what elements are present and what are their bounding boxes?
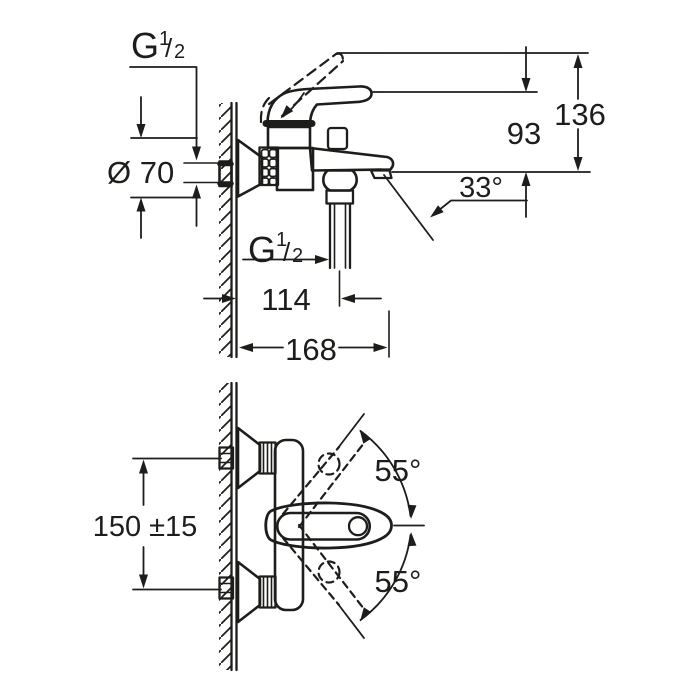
label-168: 168	[285, 332, 337, 367]
dimension-shower-thread: G 1 / 2	[242, 229, 329, 270]
dimension-projection: 168	[239, 310, 390, 367]
dimension-shower-offset: 114	[203, 270, 382, 317]
handle-raised-position-dashed	[281, 413, 366, 529]
handle-motion-arc	[280, 92, 305, 119]
label-g-mid: G	[248, 229, 276, 270]
svg-text:1: 1	[276, 229, 287, 251]
svg-text:2: 2	[292, 245, 303, 267]
wall-section-front	[219, 381, 238, 672]
wall-union-nut	[183, 160, 234, 188]
spout-aerator	[369, 169, 393, 180]
label-rosette-diameter: Ø 70	[107, 155, 174, 190]
label-g-top: G	[131, 25, 159, 66]
label-114: 114	[261, 282, 310, 317]
wall-hatching	[219, 103, 232, 357]
dimension-inlet-spacing: 150 ±15	[93, 457, 222, 591]
dimension-rosette-diameter: Ø 70	[107, 96, 198, 239]
svg-text:/: /	[283, 237, 291, 267]
wall-hatching-front	[219, 383, 232, 670]
dimension-handle-height: 93	[507, 46, 541, 218]
svg-text:1: 1	[159, 28, 170, 50]
side-view-drawing: G 1 / 2 Ø 70 93 136	[107, 25, 606, 367]
label-55deg-lower: 55°	[375, 564, 422, 599]
cartridge-housing	[266, 125, 312, 150]
handle-lowered-position-dashed	[281, 523, 366, 639]
dimension-total-height: 136	[554, 54, 606, 171]
faucet-body-side	[262, 120, 395, 270]
dimension-swing-lower: 55°	[359, 532, 422, 622]
diverter-knob	[326, 126, 349, 151]
shower-outlet-thread	[328, 202, 352, 270]
body-block	[275, 146, 315, 192]
svg-text:/: /	[165, 33, 173, 63]
label-33deg: 33°	[459, 172, 503, 204]
handle-outline-top	[264, 501, 393, 550]
label-93: 93	[507, 116, 541, 151]
handle-end-circle	[347, 516, 369, 537]
svg-text:2: 2	[174, 41, 185, 63]
label-150: 150 ±15	[93, 511, 198, 543]
shower-outlet-nut	[325, 189, 355, 205]
union-knurled-nut	[258, 146, 280, 187]
dimension-swing-upper: 55°	[359, 429, 422, 519]
wall-section	[219, 101, 238, 359]
dimension-thread-top: G 1 / 2	[129, 25, 201, 227]
label-55deg-upper: 55°	[375, 453, 422, 488]
body-column	[273, 438, 305, 612]
faucet-body-front	[264, 438, 393, 612]
spout	[308, 146, 395, 172]
label-136: 136	[554, 97, 606, 132]
dimension-spout-angle: 33°	[383, 172, 528, 241]
handle-grip-inner	[275, 511, 372, 541]
front-view-drawing: 55° 55° 150 ±15	[93, 381, 425, 672]
diverter-bell	[322, 169, 358, 192]
